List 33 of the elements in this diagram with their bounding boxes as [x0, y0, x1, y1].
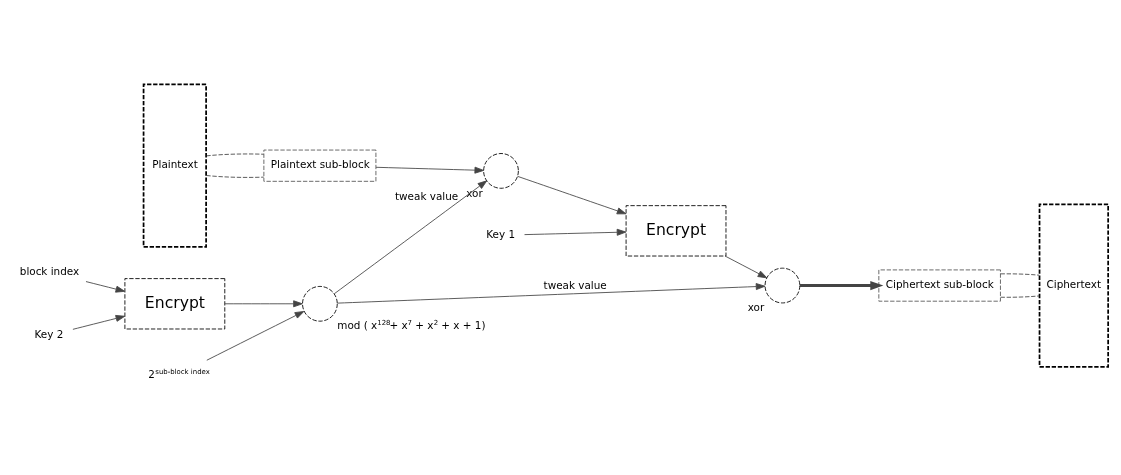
arrow	[724, 255, 768, 278]
node-text: 2$^{sub-block index}$	[148, 367, 210, 380]
node-box: Plaintext sub-block	[263, 149, 377, 182]
arrow	[206, 310, 305, 361]
node-box: Ciphertext	[1038, 202, 1109, 368]
node-box: Encrypt	[124, 277, 226, 329]
node-box: Ciphertext sub-block	[878, 269, 1001, 302]
connector	[1000, 272, 1040, 276]
node-circle	[764, 267, 801, 303]
edge-label: tweak value	[543, 278, 607, 291]
edge-label: tweak value	[395, 189, 459, 202]
connector	[1000, 295, 1040, 298]
arrow	[517, 175, 627, 214]
node-circle	[302, 285, 338, 322]
connector	[206, 153, 265, 156]
arrow	[524, 228, 627, 236]
arrow	[799, 280, 884, 290]
arrow	[224, 299, 303, 307]
node-label: xor	[747, 300, 765, 313]
node-text: Key 1	[486, 227, 516, 240]
arrow	[85, 280, 126, 293]
arrow	[375, 166, 485, 174]
arrow	[337, 282, 766, 304]
node-label: mod ( x$^{128}$+ x$^{7}$ + x$^{2}$ + x + 1)	[337, 318, 486, 331]
node-circle	[483, 152, 519, 189]
node-label: xor	[466, 186, 483, 199]
arrow	[333, 179, 488, 294]
node-box: Plaintext	[142, 83, 207, 248]
node-text: Key 2	[34, 327, 64, 340]
node-box: Encrypt	[625, 204, 727, 256]
arrow	[72, 314, 126, 330]
node-text: block index	[19, 264, 80, 277]
connector	[206, 174, 265, 178]
